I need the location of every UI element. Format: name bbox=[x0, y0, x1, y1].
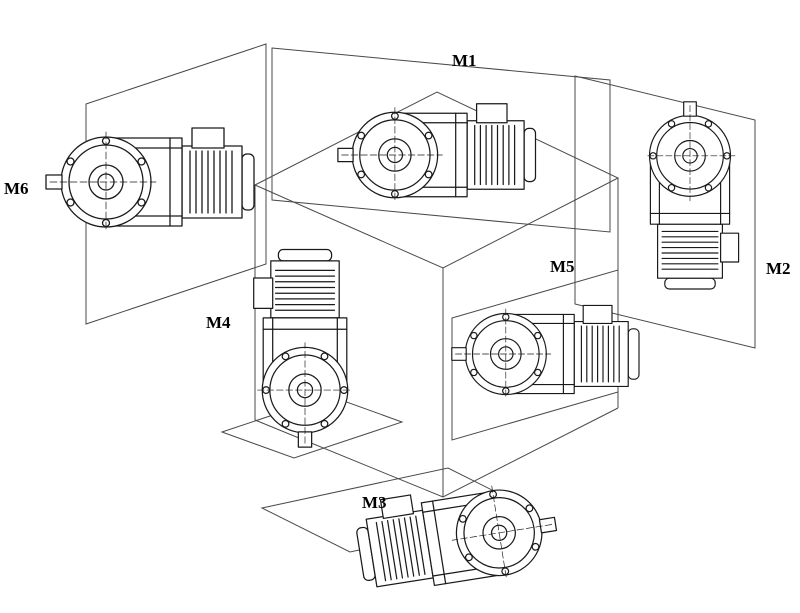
label-m5: M5 bbox=[550, 257, 575, 276]
label-m2: M2 bbox=[766, 259, 791, 278]
gearmotor-m6 bbox=[45, 127, 255, 233]
label-m3: M3 bbox=[362, 493, 387, 512]
gearmotor-m5 bbox=[451, 304, 640, 400]
label-m1: M1 bbox=[452, 51, 477, 70]
label-m6: M6 bbox=[4, 179, 29, 198]
label-m4: M4 bbox=[206, 313, 231, 332]
cube-bottom-edges bbox=[254, 407, 619, 498]
gearmotor-m1 bbox=[337, 103, 537, 204]
gearmotor-m4 bbox=[253, 248, 354, 448]
gearmotor-m2 bbox=[644, 101, 740, 290]
mounting-plane-m1 bbox=[271, 47, 611, 233]
mounting-plane-m5 bbox=[451, 269, 619, 441]
mounting-plane-m6 bbox=[85, 43, 267, 325]
